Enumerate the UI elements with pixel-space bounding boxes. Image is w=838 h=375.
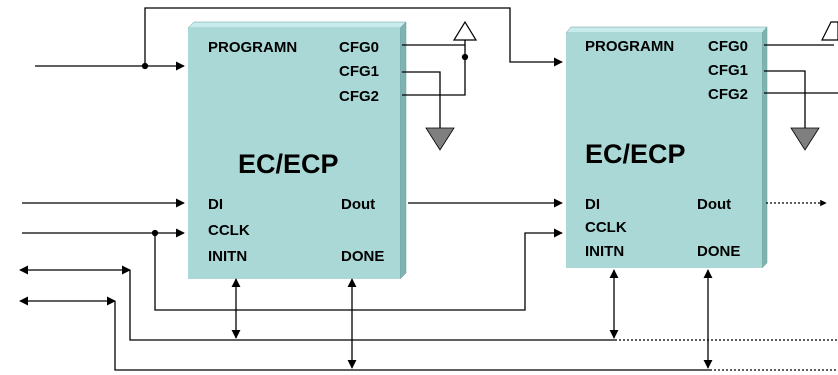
chip-1-cfg-junction <box>461 53 469 61</box>
chip-2-body <box>566 33 762 268</box>
programn-junction <box>141 62 149 70</box>
chip-2-pin-done: DONE <box>697 243 740 260</box>
chip-2-top-face <box>565 26 768 34</box>
chip-2-cfg1-wire <box>764 70 806 128</box>
chip-2-pin-cfg0: CFG0 <box>708 38 748 55</box>
chip-1-pin-cfg0: CFG0 <box>339 39 379 56</box>
ground-triangle-icon <box>425 127 455 151</box>
chip-1-body <box>188 28 400 279</box>
chip-1-cfg1-wire <box>402 71 441 128</box>
chip-2-pin-cfg2: CFG2 <box>708 86 748 103</box>
chip-1-side-face <box>399 21 407 280</box>
chip-1-top-face <box>187 21 407 29</box>
chip-2-pin-initn: INITN <box>585 243 624 260</box>
chip-1: PROGRAMN CFG0 CFG1 CFG2 EC/ECP DI Dout C… <box>187 21 407 280</box>
wiring <box>19 7 838 371</box>
done-bus-wire <box>114 301 710 371</box>
chip-2-pin-programn: PROGRAMN <box>585 38 674 55</box>
cclk-bus-wire <box>154 228 563 311</box>
chip-1-cfg0-wire <box>402 40 466 46</box>
ground-triangle-icon-2 <box>790 127 820 151</box>
chip-2-pin-dout: Dout <box>697 196 731 213</box>
chip-1-pin-cfg1: CFG1 <box>339 63 379 80</box>
chip-1-pin-cfg2: CFG2 <box>339 88 379 105</box>
chip-2-side-face <box>761 26 768 269</box>
programn-bus-wire <box>144 7 563 67</box>
vcc-triangle-icon-2 <box>821 21 838 41</box>
chip-2-pin-cfg1: CFG1 <box>708 62 748 79</box>
chip-1-pin-done: DONE <box>341 248 384 265</box>
chip-2-pin-cclk: CCLK <box>585 219 627 236</box>
chip-1-pin-programn: PROGRAMN <box>208 39 297 56</box>
chip-1-title: EC/ECP <box>238 149 339 179</box>
chip-1-pin-cclk: CCLK <box>208 222 250 239</box>
chip-2-pin-di: DI <box>585 196 600 213</box>
chip-1-pin-initn: INITN <box>208 248 247 265</box>
chip-2-title: EC/ECP <box>585 139 686 169</box>
initn-bus-wire <box>129 270 615 341</box>
chip-1-cfg2-wire <box>402 45 466 96</box>
vcc-triangle-icon <box>452 20 478 41</box>
chip-1-pin-di: DI <box>208 196 223 213</box>
chip-2: PROGRAMN CFG0 CFG1 CFG2 EC/ECP DI Dout C… <box>565 26 768 269</box>
chip-1-pin-dout: Dout <box>341 196 375 213</box>
